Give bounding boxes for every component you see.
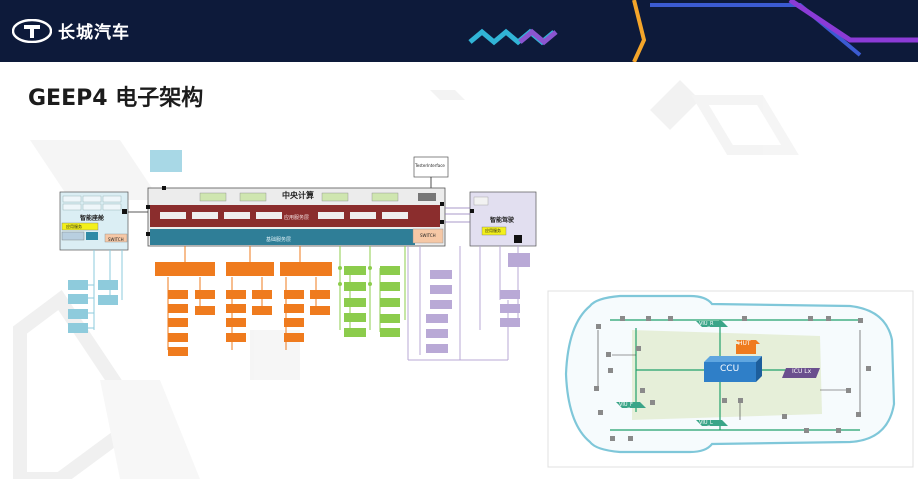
green-network [338,246,406,337]
icu-box [782,368,820,378]
tester-interface-label: TesterInterface [415,163,445,168]
external-block [150,150,182,172]
brand-emblem-icon [12,18,52,43]
central-top-slots [199,192,399,202]
orange-stroke-deco [632,0,647,62]
purple-stroke-deco [788,0,918,43]
cockpit-switch [104,233,128,243]
viu-r-label: VIU_R [699,321,714,327]
app-service-layer [150,205,440,227]
adas-app-service [481,226,507,236]
header-decoration [468,0,918,62]
adas-label: 智能驾驶 [490,217,515,224]
hut-box [736,340,760,344]
vehicle-topology-panel [547,290,914,468]
viu-f-label: VIU_F [619,402,633,408]
brand-name: 长城汽车 [58,23,130,43]
hut-label: HUT [738,340,751,347]
lavender-network [407,246,530,361]
app-service-slots [160,212,408,219]
app-layer-label: 应用服务层 [284,215,310,221]
icu-label: ICU Lx [792,368,812,375]
orange-network [155,246,332,356]
viu-l-label: VIU_L [699,420,713,426]
viu-r-box [696,321,728,327]
slide-title: GEEP4 电子架构 [28,86,204,111]
brand-logo: 长城汽车 [12,18,130,43]
infra-layer-label: 基础服务层 [266,237,292,243]
left-blue-network [68,250,123,333]
infra-service-layer [150,229,415,245]
central-switch [412,228,444,244]
cockpit-app-service [61,222,99,231]
ccu-box [704,356,762,362]
cockpit-label: 智能座舱 [80,215,105,222]
viu-f-box [616,402,646,408]
central-switch-label: SWITCH [420,233,436,238]
header-bar: 长城汽车 [0,0,918,62]
background-decorations [13,80,799,479]
cockpit-app-label: 应用服务 [66,224,82,229]
adas-app-label: 应用服务 [485,228,501,233]
cockpit-switch-label: SWITCH [108,237,124,242]
ccu-label: CCU [720,364,740,374]
central-compute-label: 中央计算 [282,191,314,200]
viu-l-box [696,420,728,426]
